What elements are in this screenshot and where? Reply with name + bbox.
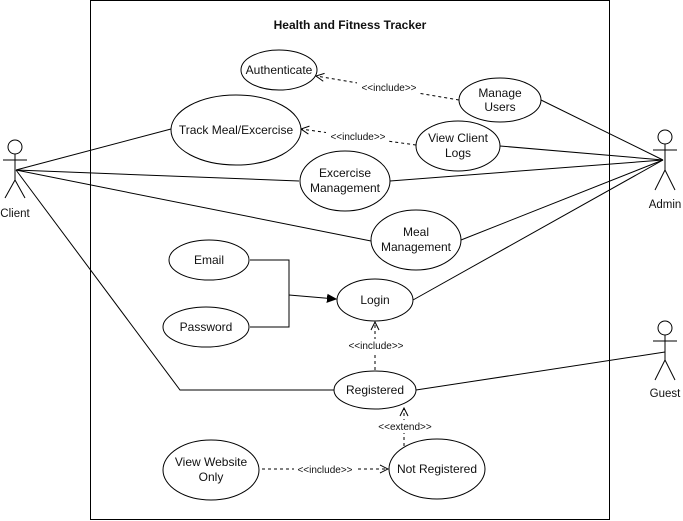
- actor-admin[interactable]: Admin: [649, 129, 682, 211]
- use-case-manage-users-label-2: Users: [484, 100, 515, 114]
- include-label-view-track: <<include>>: [330, 132, 385, 143]
- extend-label-notreg-registered: <<extend>>: [378, 422, 432, 433]
- use-case-email[interactable]: Email: [168, 239, 250, 281]
- assoc-client-meal: [15, 169, 372, 242]
- stick-figure-icon: [653, 129, 677, 191]
- include-view-logs-track: [301, 129, 417, 146]
- use-case-meal-label-2: Management: [381, 240, 452, 254]
- use-case-authenticate-label: Authenticate: [246, 63, 313, 77]
- use-case-view-logs-label-1: View Client: [428, 131, 488, 145]
- use-case-login[interactable]: Login: [336, 278, 414, 322]
- include-label-manage-auth: <<include>>: [361, 83, 416, 94]
- use-case-meal-management[interactable]: Meal Management: [370, 209, 462, 271]
- stick-figure-icon: [3, 139, 27, 199]
- assoc-admin-login: [412, 159, 664, 301]
- assoc-client-registered: [15, 169, 335, 391]
- association-lines: [15, 99, 666, 391]
- actor-guest[interactable]: Guest: [650, 320, 681, 400]
- use-cases: Authenticate Manage Users Track Meal/Exc…: [162, 49, 542, 501]
- actor-client[interactable]: Client: [0, 139, 31, 220]
- actor-client-label: Client: [0, 208, 30, 220]
- use-case-password-label: Password: [180, 320, 233, 334]
- include-label-registered-login: <<include>>: [348, 341, 403, 352]
- use-case-view-website-only[interactable]: View Website Only: [162, 439, 260, 501]
- use-case-not-registered-label: Not Registered: [397, 462, 477, 476]
- assoc-admin-exercise: [389, 159, 664, 182]
- actor-admin-label: Admin: [649, 199, 682, 211]
- use-case-manage-users-label-1: Manage: [478, 86, 522, 100]
- assoc-client-exercise: [15, 169, 300, 182]
- relation-labels: <<include>> <<include>> <<include>> <<ex…: [294, 81, 435, 476]
- diagram-title: Health and Fitness Tracker: [274, 18, 427, 32]
- system-boundary: [90, 0, 610, 520]
- use-case-track-meal-exercise[interactable]: Track Meal/Excercise: [170, 94, 302, 166]
- assoc-admin-manage-users: [540, 99, 664, 161]
- actor-guest-label: Guest: [650, 388, 681, 400]
- use-case-meal-label-1: Meal: [403, 225, 429, 239]
- use-case-manage-users[interactable]: Manage Users: [458, 77, 542, 123]
- use-case-track-meal-label: Track Meal/Excercise: [179, 123, 294, 137]
- use-case-email-label: Email: [194, 253, 224, 267]
- assoc-client-track: [15, 128, 172, 171]
- use-case-login-label: Login: [360, 293, 389, 307]
- use-case-view-website-label-1: View Website: [175, 455, 248, 469]
- use-case-exercise-label-2: Management: [310, 181, 381, 195]
- use-case-not-registered[interactable]: Not Registered: [388, 438, 486, 500]
- use-case-view-website-label-2: Only: [199, 470, 224, 484]
- credentials-to-login-arrow: [288, 295, 336, 299]
- use-case-view-client-logs[interactable]: View Client Logs: [415, 120, 501, 172]
- use-case-registered[interactable]: Registered: [333, 370, 417, 410]
- use-case-registered-label: Registered: [346, 383, 404, 397]
- assoc-guest-registered: [415, 351, 666, 391]
- assoc-admin-meal: [460, 159, 664, 241]
- use-case-authenticate[interactable]: Authenticate: [240, 49, 318, 91]
- stick-figure-icon: [653, 320, 677, 381]
- assoc-admin-view-logs: [499, 145, 664, 161]
- use-case-view-logs-label-2: Logs: [445, 146, 471, 160]
- include-label-view-notreg: <<include>>: [297, 465, 352, 476]
- credentials-connector: [250, 259, 290, 328]
- use-case-password[interactable]: Password: [162, 306, 250, 348]
- use-case-exercise-label-1: Excercise: [319, 166, 371, 180]
- use-case-exercise-management[interactable]: Excercise Management: [299, 150, 391, 212]
